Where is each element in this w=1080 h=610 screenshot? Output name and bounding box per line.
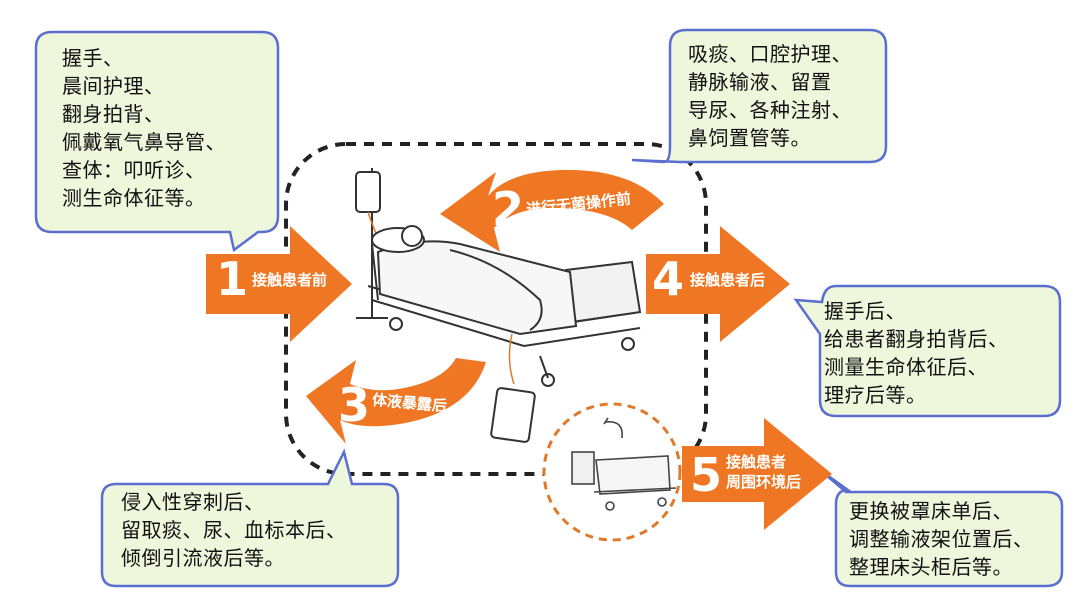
arrow-5-number: 5 [690,448,723,502]
arrow-1-number: 1 [216,252,249,306]
arrow-2-number: 2 [492,182,525,236]
bubble-3 [793,284,1062,418]
bed-environment-illustration [571,417,677,511]
bubble-3-text: 握手后、 给患者翻身拍背后、 测量生命体征后、 理疗后等。 [824,299,1009,407]
bubble-4-text: 侵入性穿刺后、 留取痰、尿、血标本后、 倾倒引流液后等。 [121,490,347,570]
arrow-1-shape [206,226,352,342]
arrow-4-shape [646,226,790,342]
bubble-1 [34,30,280,253]
bubble-5-text: 更换被罩床单后、 调整输液架位置后、 整理床头柜后等。 [849,499,1034,579]
hospital-bed-illustration [355,168,642,443]
bubble-1-text: 握手、 晨间护理、 翻身拍背、 佩戴氧气鼻导管、 查体：叩听诊、 测生命体征等。 [62,46,226,210]
arrow-5-label: 接触患者 周围环境后 [726,453,802,491]
arrow-2-shape [440,169,664,252]
bubble-4 [100,448,400,588]
bubble-2-text: 吸痰、口腔护理、 静脉输液、留置 导尿、各种注射、 鼻饲置管等。 [688,42,852,150]
arrow-3-shape [306,358,486,444]
arrow-5-shape [682,418,832,530]
arrow-4-number: 4 [652,252,685,306]
arrow-4-label: 接触患者后 [690,271,766,289]
bubble-5 [819,468,1064,588]
arrow-1-label: 接触患者前 [252,271,328,289]
arrow-3-number: 3 [338,378,371,432]
bubble-2 [631,28,888,164]
